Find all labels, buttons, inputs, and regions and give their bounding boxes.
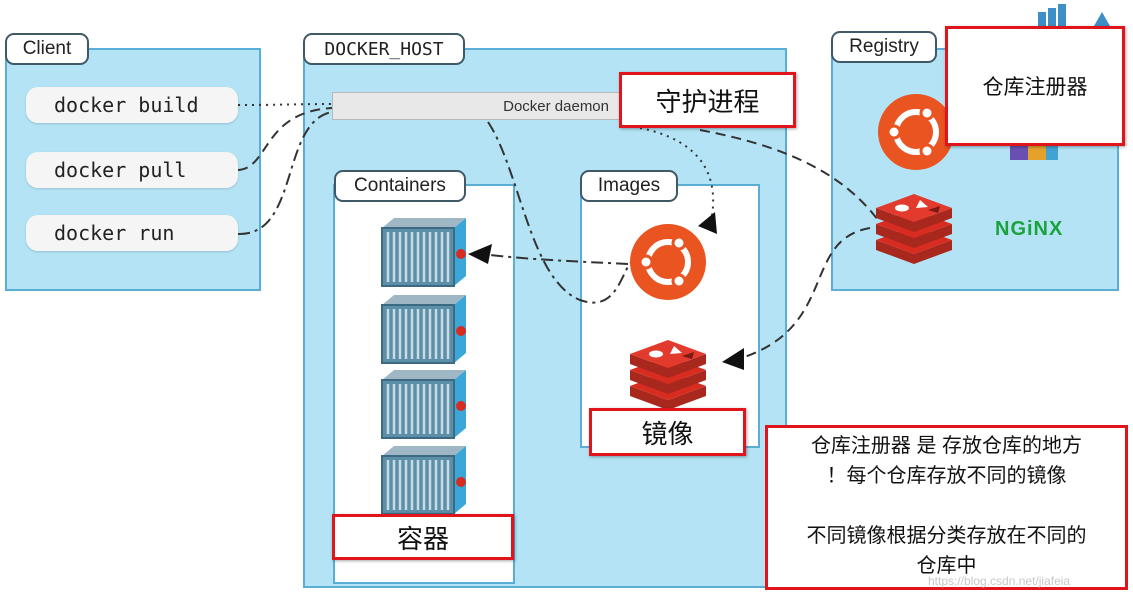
docker-build-command: docker build <box>26 87 238 123</box>
docker-run-command: docker run <box>26 215 238 251</box>
registry-annotation: 仓库注册器 <box>945 26 1125 146</box>
ubuntu-icon <box>630 224 706 300</box>
redis-icon <box>630 340 706 410</box>
daemon-annotation: 守护进程 <box>619 72 796 128</box>
container-icon <box>380 368 468 440</box>
client-title: Client <box>5 33 89 65</box>
images-title: Images <box>580 170 678 202</box>
registry-title: Registry <box>831 31 937 63</box>
registry-explanation-note: 仓库注册器 是 存放仓库的地方 ！每个仓库存放不同的镜像 不同镜像根据分类存放在… <box>765 425 1128 590</box>
note-line: ！每个仓库存放不同的镜像 <box>826 465 1067 487</box>
container-icon <box>380 444 468 516</box>
registry-ubuntu-icon <box>878 94 954 170</box>
note-line: 仓库中 <box>916 555 977 577</box>
note-line <box>768 491 1125 521</box>
containers-annotation: 容器 <box>332 514 514 560</box>
docker-host-title: DOCKER_HOST <box>303 33 465 65</box>
registry-redis-icon <box>876 194 952 264</box>
chart-icon <box>1038 4 1110 32</box>
containers-title: Containers <box>334 170 466 202</box>
watermark: https://blog.csdn.net/jiafeia <box>928 574 1071 588</box>
container-icon <box>380 293 468 365</box>
docker-daemon-bar: Docker daemon <box>332 92 628 120</box>
note-line: 不同镜像根据分类存放在不同的 <box>806 525 1087 547</box>
nginx-logo: NGiNX <box>995 218 1064 240</box>
registry-logo-icon <box>1010 146 1058 160</box>
docker-pull-command: docker pull <box>26 152 238 188</box>
images-annotation: 镜像 <box>589 408 746 456</box>
container-icon <box>380 216 468 288</box>
note-line: 仓库注册器 是 存放仓库的地方 <box>810 435 1083 457</box>
